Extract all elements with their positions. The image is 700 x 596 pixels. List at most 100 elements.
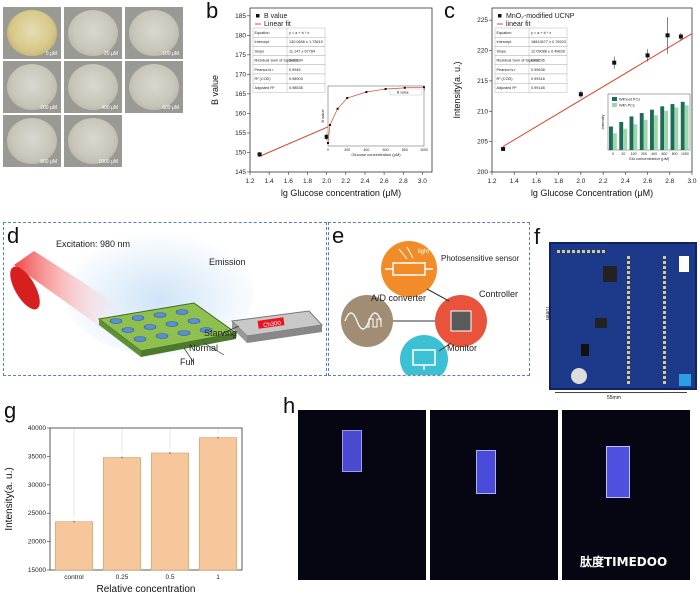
legend-marker-points: [498, 14, 502, 18]
y-tick-label: 35000: [28, 453, 46, 460]
inset-x-label: Glu concentration (μM): [629, 156, 670, 161]
pcb-pin: [663, 281, 666, 284]
table-cell-row: [252, 83, 326, 93]
dish-plate: [68, 118, 118, 164]
pcb-pin: [663, 331, 666, 334]
inset-frame: [327, 85, 425, 147]
ad-converter-circle: [341, 295, 393, 347]
panel-label-h: h: [283, 393, 296, 418]
inset-point: [328, 124, 331, 126]
light-ray-1: [398, 248, 408, 260]
table-key: R² (COD): [497, 77, 514, 81]
inset-legend-label: Without PCs: [619, 98, 640, 102]
y-tick-label: 145: [235, 169, 246, 176]
inset-bar: [609, 126, 613, 150]
inset-point: [384, 88, 387, 90]
dish-plate: [7, 118, 57, 164]
pcb-pin: [663, 266, 666, 269]
dish-plate: [7, 64, 57, 110]
inset-legend-swatch: [612, 97, 617, 101]
pcb-board: [549, 242, 697, 390]
data-point: [501, 146, 506, 151]
pcb-pin: [663, 256, 666, 259]
sensor-spot: [155, 333, 169, 339]
sensor-spot: [133, 336, 147, 342]
sensor-spot: [199, 327, 213, 333]
pcb-pin: [627, 276, 630, 279]
sensor-plate-side-1: [99, 319, 141, 357]
table-key: Intercept: [497, 40, 513, 44]
inset-x-tick: 1000: [681, 152, 689, 156]
glowing-tube-1: [342, 430, 362, 472]
table-value: 0.99148: [531, 86, 545, 90]
pcb-pin: [663, 371, 666, 374]
leader-full: [183, 347, 195, 364]
legend-marker-points: [256, 14, 260, 18]
sensor-spot: [165, 321, 179, 327]
inset-bar: [643, 119, 648, 150]
inset-bar: [670, 104, 675, 150]
dish-label: 600 μM: [162, 105, 179, 111]
pcb-pin: [663, 306, 666, 309]
pcb-pin: [627, 346, 630, 349]
pcb-capacitor: [571, 368, 587, 384]
dish-3: 200 μM: [3, 61, 61, 113]
sensor-spot: [175, 309, 189, 315]
inset-bar: [639, 113, 644, 150]
dimension-horizontal-label: 55mm: [607, 395, 621, 401]
dish-label: 0 μM: [45, 51, 57, 57]
table-value: 11.147 ± 67784: [289, 49, 315, 53]
y-tick-label: 200: [477, 169, 488, 176]
pcb-pin: [582, 250, 585, 253]
pcb-pin: [562, 250, 565, 253]
y-tick-label: 155: [235, 130, 246, 137]
arrow-controller-monitor: [438, 342, 452, 352]
y-tick-label: 180: [235, 32, 246, 39]
table-cell-row: [494, 83, 568, 93]
inset-point: [336, 107, 339, 110]
pcb-switch: [679, 256, 689, 272]
x-tick-label: 1.4: [265, 178, 274, 185]
table-key: Slope: [255, 49, 265, 53]
pcb-pin: [592, 250, 595, 253]
panel-label-g: g: [4, 398, 17, 423]
dish-plate: [68, 10, 118, 56]
y-tick-label: 15000: [28, 567, 46, 574]
watermark: 肽度TIMEDOO: [580, 555, 668, 569]
inset-point: [327, 142, 329, 144]
x-tick-label: 1: [216, 574, 220, 581]
inset-point: [423, 86, 425, 89]
x-tick-label: 1.6: [284, 178, 293, 185]
pcb-pin: [572, 250, 575, 253]
pcb-pin-headers: [557, 250, 666, 384]
table-value: 130.0656 ± 1.73619: [289, 40, 323, 44]
pcb-pin: [663, 376, 666, 379]
data-point: [257, 152, 262, 157]
y-tick-label: 185: [235, 13, 246, 20]
fit-line: [502, 33, 693, 147]
y-axis-label: Intensity(a. u.): [4, 467, 15, 530]
dish-label: 400 μM: [101, 105, 118, 111]
excitation-label: Excitation: 980 nm: [56, 239, 130, 249]
inset-x-tick: 800: [672, 152, 678, 156]
inset-bar: [623, 128, 628, 150]
pcb-pin: [663, 381, 666, 384]
table-key: Pearson's r: [255, 68, 275, 72]
legend-points-label: MnO₂-modified UCNP: [506, 13, 575, 20]
x-tick-label: 0.25: [116, 574, 129, 581]
y-tick-label: 220: [477, 48, 488, 55]
inset-bar: [629, 116, 634, 150]
pcb-pin: [567, 250, 570, 253]
inset-y-label: Intensity: [600, 115, 605, 130]
controller-label: Controller: [479, 289, 518, 299]
dish-1: 20 μM: [64, 7, 122, 59]
reader-device-side: [232, 321, 247, 343]
table-key: Slope: [497, 49, 507, 53]
x-axis-label: lg Glucose concentration (μM): [281, 188, 401, 198]
legend-fit-label: linear fit: [506, 21, 531, 28]
x-tick-label: 2.0: [322, 178, 331, 185]
pcb-pin: [627, 296, 630, 299]
pcb-pin: [663, 326, 666, 329]
x-tick-label: control: [64, 574, 84, 581]
inset-point: [346, 97, 349, 99]
